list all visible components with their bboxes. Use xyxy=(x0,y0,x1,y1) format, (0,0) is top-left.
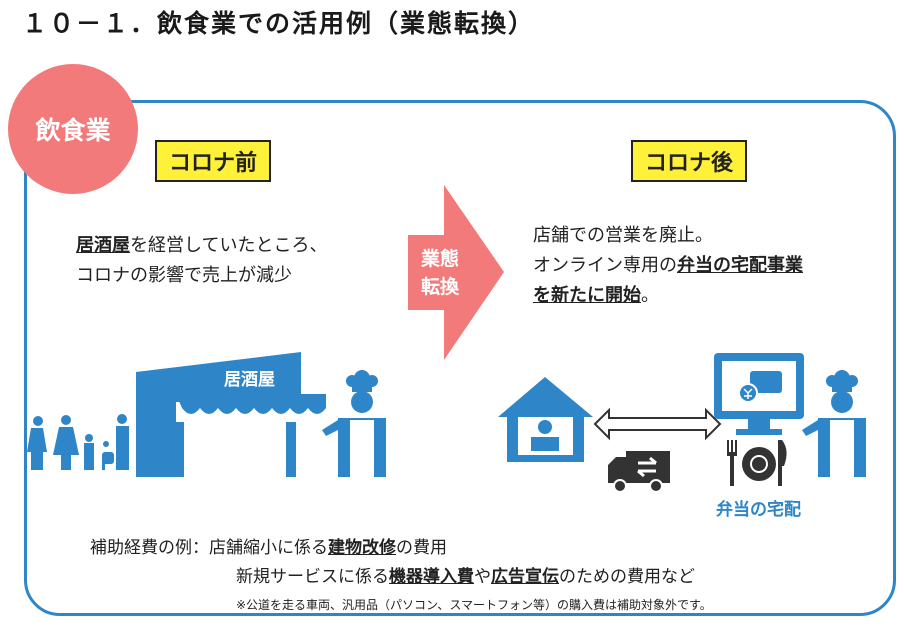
online-shop-monitor-icon xyxy=(714,353,804,435)
chef-icon xyxy=(802,370,866,477)
shop-sign: 居酒屋 xyxy=(224,370,275,390)
new-business-type: 弁当の宅配事業 xyxy=(677,255,803,276)
before-label: コロナ前 xyxy=(155,140,271,182)
tableware-icon xyxy=(727,440,787,486)
business-conversion-arrow-icon xyxy=(408,185,504,360)
exclusion-note: ※公道を走る車両、汎用品（パソコン、スマートフォン等）の購入費は補助対象外です。 xyxy=(236,598,712,612)
before-business-type: 居酒屋 xyxy=(76,235,130,256)
home-icon xyxy=(498,377,593,462)
after-label: コロナ後 xyxy=(631,140,747,182)
customers-icon xyxy=(24,414,129,470)
chef-icon xyxy=(322,370,386,477)
after-description: 店舗での営業を廃止。 オンライン専用の弁当の宅配事業 を新たに開始。 xyxy=(533,225,803,306)
expense-heading: 補助経費の例： xyxy=(90,538,209,558)
page-title: １０－１．飲食業での活用例（業態転換） xyxy=(22,9,536,38)
expense-examples-row-2: 新規サービスに係る機器導入費や広告宣伝のための費用など xyxy=(236,567,695,587)
before-description: 居酒屋を経営していたところ、 コロナの影響で売上が減少 xyxy=(76,235,328,286)
example-panel xyxy=(24,100,896,616)
izakaya-shop-icon xyxy=(136,352,326,477)
conversion-arrow-label: 業態 転換 xyxy=(420,248,459,298)
expense-examples: 補助経費の例：店舗縮小に係る建物改修の費用 xyxy=(90,538,447,558)
two-way-arrow-icon xyxy=(593,407,722,441)
delivery-truck-icon xyxy=(608,451,670,493)
bento-delivery-label: 弁当の宅配 xyxy=(716,500,801,520)
industry-badge: 飲食業 xyxy=(8,64,138,194)
